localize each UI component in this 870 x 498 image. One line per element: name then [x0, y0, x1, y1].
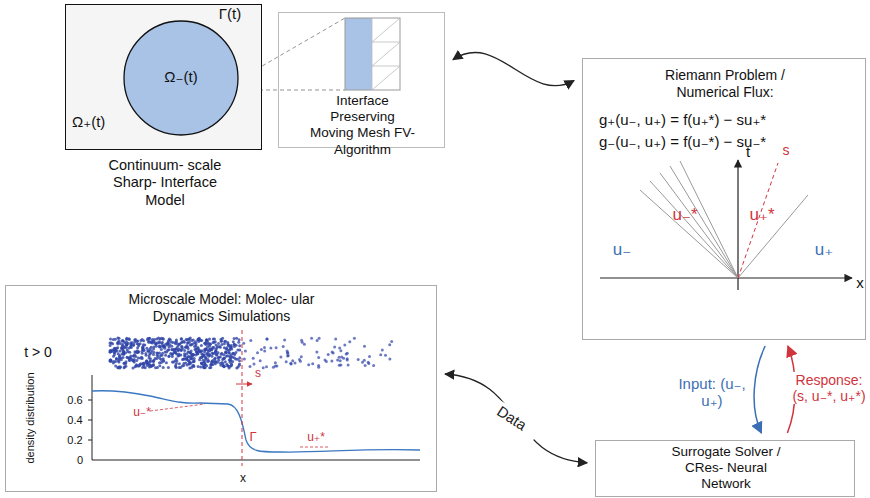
- annotation-label: 0.2: [67, 434, 82, 447]
- edge-label: Input: (u₋, u₊): [675, 375, 749, 410]
- node-text: g₋(u₋, u₊) = f(u₋*) − su₋*: [599, 133, 854, 151]
- annotation-label: s: [255, 367, 261, 381]
- annotation-label: u₊*: [749, 205, 774, 225]
- annotation-label: u₊: [815, 240, 833, 260]
- annotation-label: 0.4: [67, 414, 82, 427]
- annotation-label: s: [783, 142, 790, 158]
- annotation-label: u₋*: [672, 205, 697, 225]
- annotation-label: u₋: [613, 240, 631, 260]
- node-title: Ω₋(t): [141, 68, 221, 86]
- annotation-label: t > 0: [24, 344, 52, 360]
- region-circle: Ω₋(t): [123, 20, 239, 136]
- mesh-inset: [345, 18, 400, 90]
- connector-arrow: [445, 374, 587, 463]
- annotation-label: Γ(t): [219, 5, 241, 22]
- process-box: Riemann Problem / Numerical Flux: g₊(u₋, …: [582, 58, 866, 340]
- density-plot: [88, 330, 420, 466]
- node-title: Surrogate Solver / CRes- Neural Network: [668, 444, 784, 493]
- edge-label: Data: [482, 394, 542, 441]
- annotation-label: x: [856, 274, 864, 291]
- annotation-label: 0: [77, 454, 83, 467]
- particle-strip: [109, 337, 394, 370]
- node-text: g₊(u₋, u₊) = f(u₊*) − su₊*: [599, 111, 854, 129]
- node-title: Interface Preserving Moving Mesh FV-Algo…: [309, 93, 416, 158]
- process-box: Surrogate Solver / CRes- Neural Network: [595, 440, 855, 497]
- region-box: Ω₊(t)Continuum- scale Sharp- Interface M…: [65, 4, 262, 150]
- node-title: Riemann Problem / Numerical Flux:: [645, 67, 805, 101]
- connector-arrow: [754, 346, 765, 433]
- edge-label: Response: (s, u₋*, u₊*): [789, 372, 869, 404]
- process-box: Interface Preserving Moving Mesh FV-Algo…: [278, 12, 445, 148]
- node-title: Ω₊(t): [72, 113, 132, 131]
- annotation-label: x: [240, 472, 246, 486]
- annotation-label: 0.6: [67, 394, 82, 407]
- node-text: Continuum- scale Sharp- Interface Model: [99, 157, 231, 209]
- annotation-label: density distribution: [24, 372, 37, 463]
- riemann-fan: [600, 160, 852, 290]
- annotation-label: u₊*: [307, 431, 325, 445]
- process-box: Microscale Model: Molec- ular Dynamics S…: [5, 285, 437, 492]
- annotation-label: Γ: [249, 430, 256, 445]
- node-title: Microscale Model: Molec- ular Dynamics S…: [124, 291, 319, 325]
- annotation-label: u₋*: [133, 406, 151, 420]
- annotation-label: t: [746, 143, 750, 160]
- connector-arrow: [453, 52, 574, 85]
